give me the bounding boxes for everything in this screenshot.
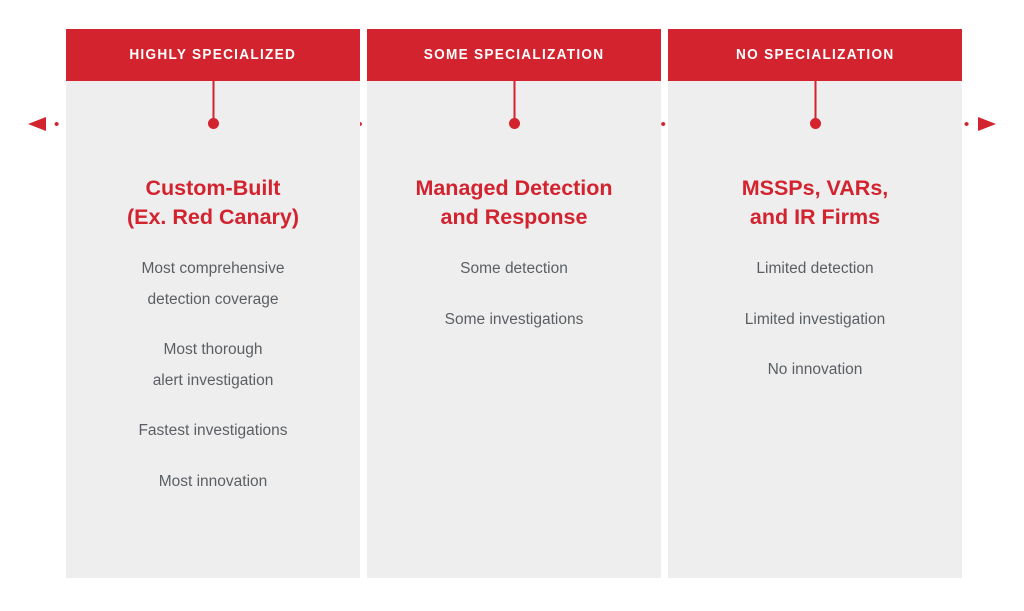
list-item: Most thorough alert investigation [152,341,274,389]
list-item: Most innovation [158,472,268,490]
column-header-highly-specialized: HIGHLY SPECIALIZED [66,29,360,81]
list-item: Some detection [460,260,568,278]
column-title: MSSPs, VARs, and IR Firms [741,176,889,229]
bullet-list: Some detection Some investigations [381,231,647,335]
list-item: Limited detection [756,260,874,278]
list-item: No innovation [767,361,863,379]
column-title: Managed Detection and Response [415,176,613,229]
column-no-specialization[interactable]: NO SPECIALIZATION MSSPs, VARs, and IR Fi… [668,29,962,578]
list-item: Some investigations [444,310,584,328]
column-header-no-specialization: NO SPECIALIZATION [668,29,962,81]
bullet-list: Limited detection Limited investigation … [682,231,948,386]
list-item: Most comprehensive detection coverage [141,260,285,308]
arrow-right-icon [978,117,996,131]
column-highly-specialized[interactable]: HIGHLY SPECIALIZED Custom-Built (Ex. Red… [66,29,360,578]
column-container: HIGHLY SPECIALIZED Custom-Built (Ex. Red… [66,29,962,578]
column-some-specialization[interactable]: SOME SPECIALIZATION Managed Detection an… [367,29,661,578]
column-header-label: SOME SPECIALIZATION [423,46,605,63]
column-body: Custom-Built (Ex. Red Canary) Most compr… [66,81,360,578]
bullet-list: Most comprehensive detection coverage Mo… [80,231,346,497]
column-header-label: NO SPECIALIZATION [735,46,895,63]
list-item: Fastest investigations [138,422,288,440]
column-body: Managed Detection and Response Some dete… [367,81,661,578]
arrow-left-icon [28,117,46,131]
list-item: Limited investigation [744,310,886,328]
column-title: Custom-Built (Ex. Red Canary) [126,176,300,229]
column-header-some-specialization: SOME SPECIALIZATION [367,29,661,81]
column-header-label: HIGHLY SPECIALIZED [129,46,297,63]
column-body: MSSPs, VARs, and IR Firms Limited detect… [668,81,962,578]
